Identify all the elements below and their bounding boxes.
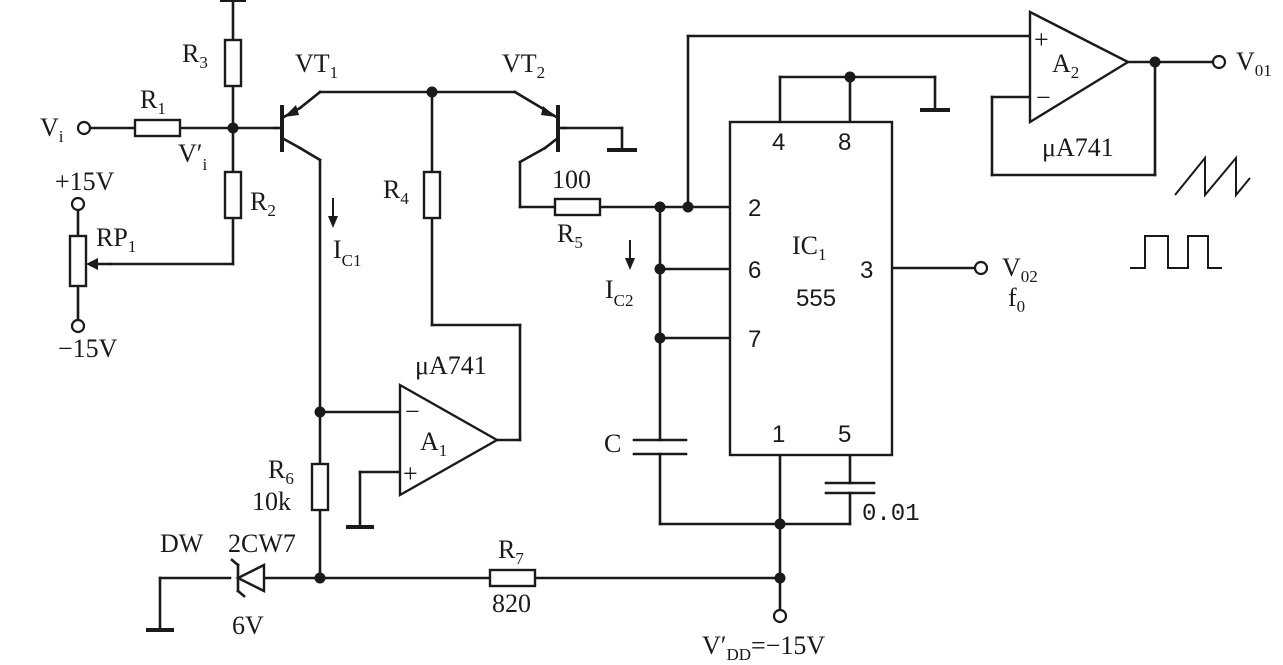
label-a2: A2 [1052, 49, 1079, 82]
resistor-r3 [223, 38, 243, 88]
terminal-vi [76, 120, 92, 136]
label-vo1: V01 [1236, 47, 1272, 80]
label-chip-name: IC1 [792, 231, 827, 264]
pin-4: 4 [772, 129, 785, 156]
label-vdd: V′DD=−15V [702, 631, 825, 664]
label-cap-001: 0.01 [862, 501, 920, 528]
pin-5: 5 [838, 421, 851, 448]
label-vt1: VT1 [295, 49, 338, 82]
label-cap-c: C [604, 429, 621, 458]
pin-6: 6 [748, 257, 761, 284]
opamp-a1 [398, 382, 500, 498]
pin-3: 3 [860, 257, 873, 284]
terminal-plus15 [70, 196, 86, 212]
label-ic1: IC1 [333, 235, 362, 270]
label-a1-model: μA741 [415, 351, 487, 380]
label-vi: Vi [40, 113, 64, 146]
resistor-r7 [488, 568, 537, 588]
pin-2: 2 [748, 195, 761, 222]
pin-7: 7 [748, 326, 761, 353]
terminal-vo1 [1211, 54, 1227, 70]
label-a1: A1 [420, 427, 447, 460]
labels: Vi R1 V′i R3 R2 +15V RP1 −15V VT1 VT2 IC… [40, 25, 1272, 664]
label-r5: R5 [557, 219, 583, 252]
label-vi-prime: V′i [178, 139, 207, 174]
label-vo2: V02 [1002, 253, 1038, 286]
label-a2-model: μA741 [1042, 133, 1114, 162]
wiring [76, 0, 1215, 632]
label-a2-plus: + [1034, 25, 1049, 54]
resistor-r2 [223, 170, 243, 220]
resistor-r5 [553, 197, 602, 217]
label-r2: R2 [250, 187, 276, 220]
label-minus15: −15V [58, 334, 118, 363]
opamp-a2 [1028, 10, 1131, 125]
label-r7: R7 [498, 535, 524, 568]
label-r4: R4 [383, 175, 409, 208]
label-dw-voltage: 6V [232, 611, 264, 640]
label-dw-model: 2CW7 [228, 529, 296, 558]
transistor-vt2 [541, 105, 567, 152]
terminal-minus15 [70, 318, 86, 334]
label-a2-minus: − [1036, 83, 1051, 112]
label-plus15: +15V [55, 167, 115, 196]
label-vt2: VT2 [502, 49, 545, 82]
capacitor-c [632, 438, 688, 456]
pin-8: 8 [838, 129, 851, 156]
capacitor-0.01 [824, 481, 876, 495]
sawtooth-wave-icon [1174, 155, 1251, 198]
resistor-r4 [422, 170, 442, 220]
label-r6-value: 10k [252, 487, 291, 516]
label-a1-minus: − [405, 397, 420, 426]
label-r3: R3 [182, 39, 208, 72]
potentiometer-rp1 [68, 234, 112, 288]
label-a1-plus: + [403, 459, 418, 488]
label-f0: f0 [1008, 283, 1025, 316]
transistor-vt1 [273, 105, 302, 152]
label-dw: DW [160, 529, 204, 558]
terminal-vo2 [973, 260, 989, 276]
label-r7-value: 820 [492, 589, 531, 618]
resistor-r1 [133, 118, 182, 138]
pin-1: 1 [772, 421, 785, 448]
label-ic2: IC2 [605, 275, 634, 310]
square-wave-icon [1130, 235, 1222, 269]
zener-diode-dw [230, 558, 266, 598]
current-arrow-ic1 [328, 198, 338, 228]
label-r6: R6 [268, 455, 294, 488]
junction-dots [227, 56, 1161, 584]
ground-symbols [146, 0, 950, 632]
label-rp1: RP1 [96, 223, 136, 256]
current-arrow-ic2 [625, 240, 635, 270]
ic-555-body [728, 120, 894, 457]
label-r5-value: 100 [552, 165, 591, 194]
resistor-r6 [310, 462, 330, 512]
terminal-vdd [772, 608, 788, 624]
label-chip-model: 555 [796, 285, 836, 312]
label-r1: R1 [140, 85, 166, 118]
